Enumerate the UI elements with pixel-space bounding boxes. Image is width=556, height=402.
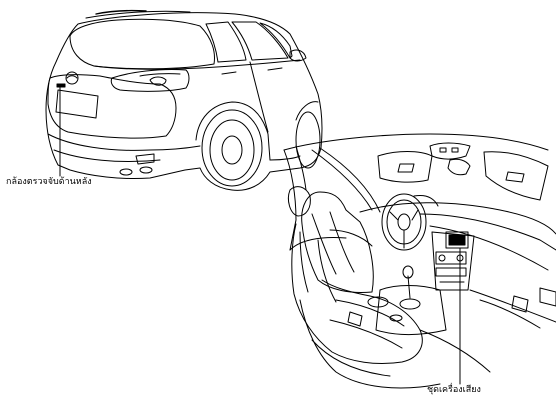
rear-camera-label: กล้องตรวจจับด้านหลัง	[6, 178, 92, 187]
car-exterior-drawing	[46, 11, 322, 191]
car-interior-drawing	[284, 134, 556, 388]
audio-unit-label: ชุดเครื่องเสียง	[427, 386, 481, 395]
